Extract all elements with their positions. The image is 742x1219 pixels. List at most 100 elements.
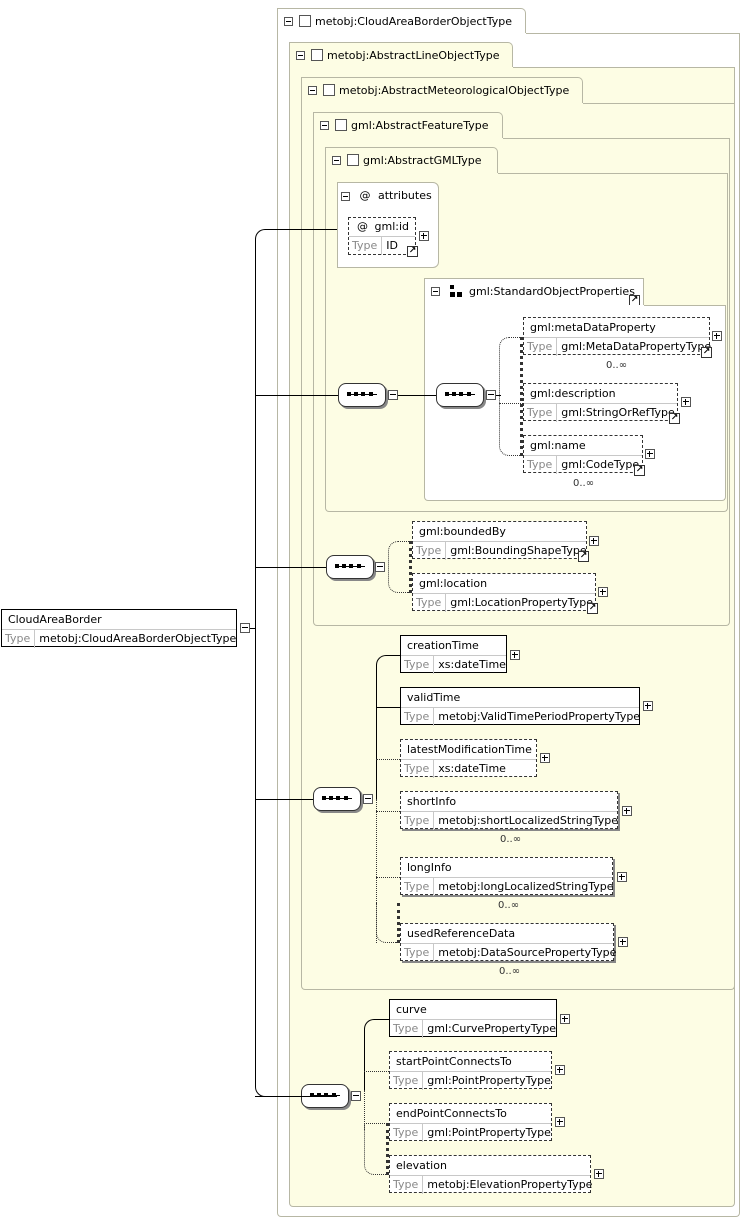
type-tab-abstract-line-object: metobj:AbstractLineObjectType xyxy=(289,42,513,68)
expand-icon[interactable] xyxy=(618,937,628,947)
collapse-icon[interactable] xyxy=(341,191,350,201)
expand-icon[interactable] xyxy=(540,753,550,763)
expand-icon[interactable] xyxy=(589,536,599,546)
type-key: Type xyxy=(401,878,435,896)
expand-icon[interactable] xyxy=(712,331,722,341)
jump-arrow-icon[interactable]: ↗ xyxy=(634,465,645,476)
type-label: metobj:AbstractLineObjectType xyxy=(327,48,500,62)
type-key: Type xyxy=(390,1072,424,1090)
attribute-name: gml:id xyxy=(374,220,410,233)
jump-arrow-icon[interactable]: ↗ xyxy=(407,246,418,257)
collapse-icon[interactable] xyxy=(284,16,293,26)
cardinality: 0..∞ xyxy=(499,966,521,977)
element-type: gml:BoundingShapeType xyxy=(450,544,587,557)
type-key: Type xyxy=(349,237,383,255)
element-name: elevation xyxy=(390,1156,590,1176)
expand-icon[interactable] xyxy=(555,1117,565,1127)
at-icon: @ xyxy=(357,220,368,233)
collapse-icon[interactable] xyxy=(375,562,385,572)
collapse-icon[interactable] xyxy=(308,85,317,95)
type-key: Type xyxy=(524,404,558,422)
expand-icon[interactable] xyxy=(643,701,653,711)
element-type: gml:CodeType xyxy=(561,458,640,471)
type-key: Type xyxy=(524,456,558,474)
complex-type-icon xyxy=(323,84,335,96)
element-name: curve xyxy=(390,1000,556,1020)
group-label: gml:StandardObjectProperties xyxy=(469,284,635,298)
collapse-icon[interactable] xyxy=(332,155,341,165)
collapse-icon[interactable] xyxy=(363,794,373,804)
sequence-icon xyxy=(326,555,374,579)
type-key: Type xyxy=(401,656,435,674)
type-key: Type xyxy=(401,760,435,778)
expand-icon[interactable] xyxy=(617,872,627,882)
collapse-icon[interactable] xyxy=(431,286,440,296)
expand-icon[interactable] xyxy=(598,587,608,597)
jump-arrow-icon[interactable]: ↗ xyxy=(701,347,712,358)
element-name: validTime xyxy=(401,688,639,708)
type-key: Type xyxy=(413,542,447,560)
expand-icon[interactable] xyxy=(681,397,691,407)
collapse-icon[interactable] xyxy=(240,623,250,633)
attribute-type: ID xyxy=(386,239,398,252)
jump-arrow-icon[interactable]: ↗ xyxy=(578,551,589,562)
expand-icon[interactable] xyxy=(555,1065,565,1075)
element-type: metobj:longLocalizedStringType xyxy=(438,880,614,893)
element-type: gml:PointPropertyType xyxy=(427,1126,551,1139)
type-label: metobj:AbstractMeteorologicalObjectType xyxy=(339,83,570,97)
expand-icon[interactable] xyxy=(594,1169,604,1179)
expand-icon[interactable] xyxy=(560,1014,570,1024)
expand-icon[interactable] xyxy=(510,650,520,660)
group-tab-standard-object-properties: gml:StandardObjectProperties xyxy=(424,278,644,306)
element-name: shortInfo xyxy=(401,792,617,812)
cardinality: 0..∞ xyxy=(573,478,595,489)
jump-arrow-icon[interactable]: ↗ xyxy=(669,413,680,424)
collapse-icon[interactable] xyxy=(351,1091,361,1101)
element-type: metobj:ValidTimePeriodPropertyType xyxy=(438,710,641,723)
attributes-label: attributes xyxy=(378,189,432,202)
collapse-icon[interactable] xyxy=(320,120,329,130)
sequence-icon xyxy=(338,383,386,407)
type-label: gml:AbstractFeatureType xyxy=(351,118,489,132)
sequence-icon xyxy=(436,383,484,407)
type-label: metobj:CloudAreaBorderObjectType xyxy=(315,14,512,28)
element-type: metobj:ElevationPropertyType xyxy=(427,1178,593,1191)
type-key: Type xyxy=(401,708,435,726)
element-name: usedReferenceData xyxy=(401,924,613,944)
complex-type-icon xyxy=(347,154,359,166)
complex-type-icon xyxy=(335,119,347,131)
cardinality: 0..∞ xyxy=(498,900,520,911)
collapse-icon[interactable] xyxy=(388,390,398,400)
element-name: CloudAreaBorder xyxy=(2,610,236,630)
element-name: gml:location xyxy=(413,574,595,594)
element-name: gml:metaDataProperty xyxy=(524,318,709,338)
type-key: Type xyxy=(401,812,435,830)
expand-icon[interactable] xyxy=(622,806,632,816)
at-icon: @ xyxy=(359,189,371,202)
expand-icon[interactable] xyxy=(645,449,655,459)
type-key: Type xyxy=(413,594,447,612)
element-type: xs:dateTime xyxy=(438,762,506,775)
collapse-icon[interactable] xyxy=(486,390,496,400)
expand-icon[interactable] xyxy=(419,231,429,241)
collapse-icon[interactable] xyxy=(296,50,305,60)
jump-arrow-icon[interactable]: ↗ xyxy=(587,603,598,614)
element-name: creationTime xyxy=(401,636,506,656)
